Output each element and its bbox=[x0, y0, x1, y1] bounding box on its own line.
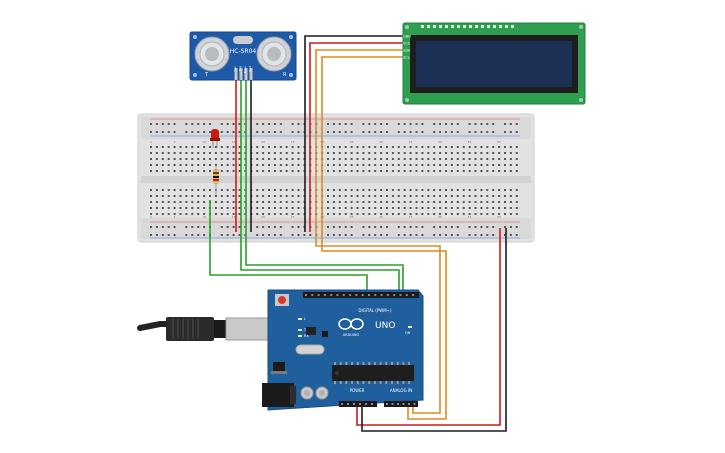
arduino-uno[interactable]: DIGITAL (PWM~) L TX RX ARDUINO UNO ON bbox=[262, 289, 424, 411]
column-number: 5 bbox=[174, 215, 176, 219]
analog-header bbox=[384, 401, 418, 407]
led-rx-indicator bbox=[298, 335, 302, 337]
sensor-model-label: HC-SR04 bbox=[230, 48, 257, 55]
column-number: 35 bbox=[350, 215, 354, 219]
bottom-header-pins bbox=[341, 403, 416, 405]
power-header bbox=[339, 401, 377, 407]
sensor-pin-label: Echo bbox=[243, 66, 247, 73]
lcd-pin-labels: GND VCC SDA SCL bbox=[403, 35, 411, 60]
wire-lcd-sda bbox=[315, 49, 441, 414]
power-label: POWER bbox=[350, 388, 365, 393]
arduino-logo bbox=[338, 318, 364, 330]
column-number: 25 bbox=[291, 215, 295, 219]
usb-chip bbox=[306, 327, 316, 335]
lcd-header-pins bbox=[421, 25, 514, 28]
column-number: 10 bbox=[202, 140, 206, 144]
sensor-pin bbox=[239, 68, 243, 80]
analog-label: ANALOG IN bbox=[390, 388, 412, 393]
wire-lcd-gnd bbox=[304, 35, 403, 232]
on-label: ON bbox=[405, 331, 411, 335]
voltage-regulator bbox=[273, 362, 285, 371]
column-number: 40 bbox=[379, 215, 383, 219]
wires bbox=[209, 35, 507, 432]
wire-lcd-vcc bbox=[309, 42, 403, 232]
column-number: 1 bbox=[150, 140, 152, 144]
sensor-pin-label: Gnd bbox=[248, 66, 252, 72]
column-number: 25 bbox=[291, 140, 295, 144]
reset-button[interactable] bbox=[275, 294, 289, 306]
sensor-pin-label: Trig bbox=[238, 66, 242, 72]
column-number: 45 bbox=[409, 215, 413, 219]
wire-sensor-trig bbox=[240, 80, 400, 295]
lcd-display[interactable]: GND VCC SDA SCL bbox=[402, 22, 586, 105]
sensor-transmitter bbox=[194, 36, 230, 72]
sensor-pin bbox=[244, 68, 248, 80]
breadboard-column-numbers: 1155101015152020252530303535404045455050… bbox=[150, 140, 501, 219]
rx-label: RX bbox=[304, 334, 309, 338]
arduino-brand: ARDUINO bbox=[343, 333, 360, 337]
sensor-pin-label: Vcc bbox=[233, 66, 237, 72]
digital-label: DIGITAL (PWM~) bbox=[358, 308, 392, 313]
led-red[interactable] bbox=[210, 129, 220, 148]
led-tx-indicator bbox=[298, 329, 302, 331]
lcd-pin-label: GND bbox=[403, 35, 411, 39]
led-l-label: L bbox=[304, 317, 306, 321]
column-number: 60 bbox=[497, 215, 501, 219]
column-number: 1 bbox=[150, 215, 152, 219]
column-number: 15 bbox=[232, 215, 236, 219]
column-number: 60 bbox=[497, 140, 501, 144]
sensor-t-mark: T bbox=[204, 72, 209, 78]
wire-sensor-echo bbox=[245, 80, 404, 295]
power-jack[interactable] bbox=[262, 383, 294, 407]
column-number: 10 bbox=[202, 215, 206, 219]
capacitors bbox=[300, 386, 329, 400]
column-number: 40 bbox=[379, 140, 383, 144]
column-number: 20 bbox=[261, 140, 265, 144]
column-number: 45 bbox=[409, 140, 413, 144]
wire-rail-vcc bbox=[356, 228, 501, 426]
digital-header-pins bbox=[305, 294, 415, 296]
lcd-pin-label: VCC bbox=[403, 42, 411, 46]
column-number: 55 bbox=[468, 140, 472, 144]
breadboard: 1155101015152020252530303535404045455050… bbox=[137, 113, 535, 243]
sensor-receiver bbox=[256, 36, 292, 72]
usb-cable[interactable] bbox=[137, 317, 271, 341]
column-number: 20 bbox=[261, 215, 265, 219]
atmega-chip bbox=[332, 362, 414, 384]
led-on-indicator bbox=[408, 326, 412, 328]
column-number: 35 bbox=[350, 140, 354, 144]
column-number: 50 bbox=[438, 215, 442, 219]
wire-lcd-scl bbox=[321, 56, 447, 420]
wire-led-to-d bbox=[209, 200, 368, 295]
wire-rail-gnd bbox=[361, 228, 507, 432]
sensor-pin bbox=[249, 68, 253, 80]
column-number: 15 bbox=[232, 140, 236, 144]
led-l-indicator bbox=[298, 318, 302, 320]
column-number: 5 bbox=[174, 140, 176, 144]
lcd-pin-label: SCL bbox=[403, 56, 410, 60]
column-number: 50 bbox=[438, 140, 442, 144]
sensor-r-mark: R bbox=[283, 72, 287, 78]
sensor-pin bbox=[234, 68, 238, 80]
crystal bbox=[295, 344, 325, 355]
small-chip bbox=[322, 331, 328, 337]
lcd-pin-label: SDA bbox=[403, 49, 411, 53]
arduino-model: UNO bbox=[375, 321, 395, 331]
column-number: 55 bbox=[468, 215, 472, 219]
resistor[interactable] bbox=[213, 165, 219, 195]
